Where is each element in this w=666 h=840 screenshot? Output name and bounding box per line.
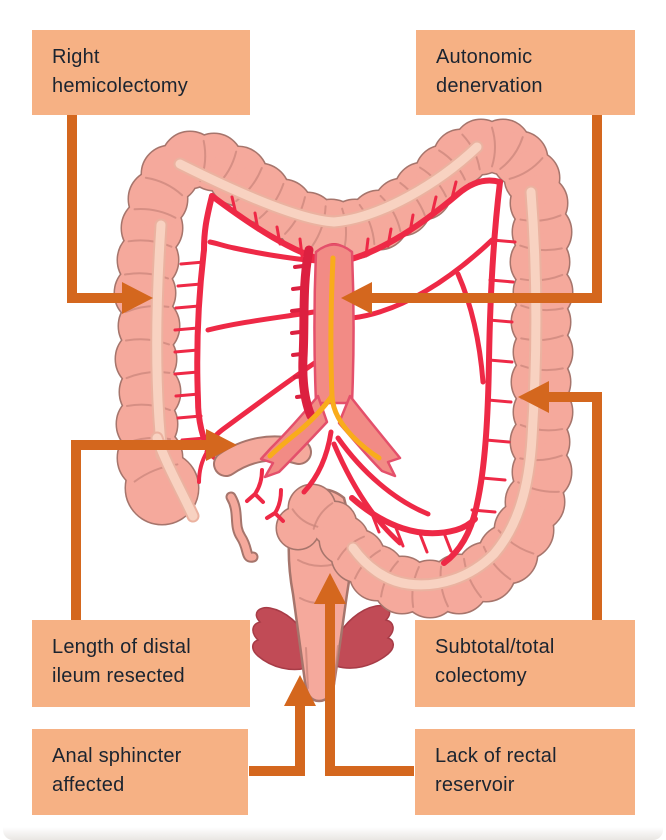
arrow-rectal-reservoir <box>325 601 414 776</box>
arrow-right-hemicolectomy <box>67 111 125 303</box>
cut-branch-stubs <box>290 264 307 399</box>
vasa-recta <box>173 180 517 554</box>
label-distal-ileum: Length of distal ileum resected <box>32 620 250 707</box>
mesenteric-arteries <box>173 177 517 566</box>
tenia-coli-stripes <box>150 140 543 592</box>
arrow-autonomic-denervation <box>369 111 602 303</box>
label-anal-sphincter: Anal sphincter affected <box>32 729 248 815</box>
callout-arrows <box>67 111 602 776</box>
cut-stump-right <box>337 394 402 478</box>
sphincter-left-wing <box>252 606 309 671</box>
autonomic-nerve <box>328 255 382 461</box>
page-bottom-edge <box>3 827 663 840</box>
label-rectal-reservoir: Lack of rectal reservoir <box>415 729 635 815</box>
label-subtotal-colectomy: Subtotal/total colectomy <box>415 620 635 707</box>
arrow-subtotal-colectomy <box>546 392 602 621</box>
label-right-hemicolectomy: Right hemicolectomy <box>32 30 250 115</box>
label-autonomic-denervation: Autonomic denervation <box>416 30 635 115</box>
anal-sphincter-muscles <box>252 604 394 671</box>
arrow-distal-ileum <box>71 440 209 621</box>
arrow-anal-sphincter <box>249 703 305 776</box>
sphincter-right-wing <box>335 604 394 669</box>
mesentery-trunk <box>259 243 402 479</box>
